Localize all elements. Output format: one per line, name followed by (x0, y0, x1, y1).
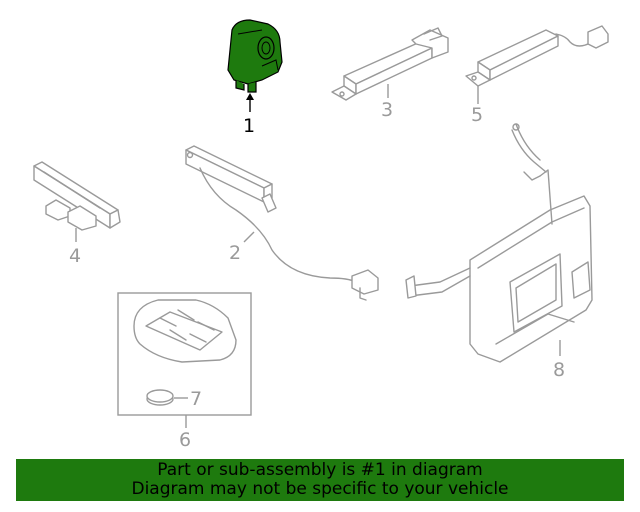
info-banner: Part or sub-assembly is #1 in diagram Di… (16, 459, 624, 501)
callout-8[interactable]: 8 (553, 359, 565, 381)
part-3-antenna[interactable] (331, 27, 449, 101)
part-4-antenna[interactable] (33, 161, 121, 231)
leader-2 (243, 231, 255, 243)
callout-7[interactable]: 7 (190, 388, 202, 410)
banner-line-2: Diagram may not be specific to your vehi… (131, 479, 509, 499)
callout-6[interactable]: 6 (179, 429, 191, 451)
banner-line-1: Part or sub-assembly is #1 in diagram (157, 460, 483, 480)
part-8-module[interactable] (405, 123, 593, 363)
part-6-key-fob[interactable] (133, 299, 237, 363)
callout-4[interactable]: 4 (69, 245, 81, 267)
callout-5[interactable]: 5 (471, 104, 483, 126)
part-6-box[interactable] (117, 292, 252, 416)
part-5-antenna[interactable] (465, 25, 609, 87)
part-1-sensor[interactable] (227, 19, 283, 93)
callout-1[interactable]: 1 (243, 115, 255, 137)
callout-3[interactable]: 3 (381, 99, 393, 121)
callout-2[interactable]: 2 (229, 242, 241, 264)
leader-1-arrow (246, 93, 254, 100)
part-7-battery[interactable] (146, 389, 174, 406)
part-2-antenna-cable[interactable] (185, 145, 379, 301)
parts-diagram: 1 3 5 4 (33, 19, 609, 451)
